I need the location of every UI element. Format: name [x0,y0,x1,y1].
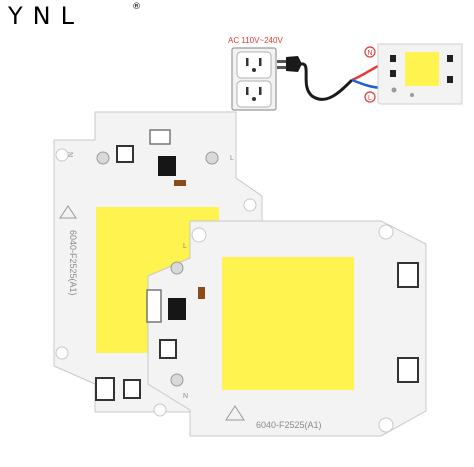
live-marker [364,91,376,103]
registered-mark: ® [132,2,141,12]
front-led-chip: L N 6040-F2525(A1) [146,220,427,437]
neutral-marker-text: N [367,50,372,57]
front-l-mark: L [183,243,187,250]
back-model-label: 6040-F2525(A1) [68,230,78,296]
front-model-label: 6040-F2525(A1) [256,420,322,430]
power-plug [277,56,302,72]
wiring-diagram: N L [231,43,463,111]
voltage-label: AC 110V~240V [228,36,283,45]
live-marker-text: L [368,95,372,102]
neutral-marker [364,46,376,58]
back-l-mark: L [230,155,234,162]
power-cord [300,62,354,101]
back-n-mark: N [66,152,73,157]
front-led-array [222,257,354,390]
mini-led-chip [377,43,463,105]
brand-logo: YNL [8,2,84,30]
front-n-mark: N [183,393,188,400]
